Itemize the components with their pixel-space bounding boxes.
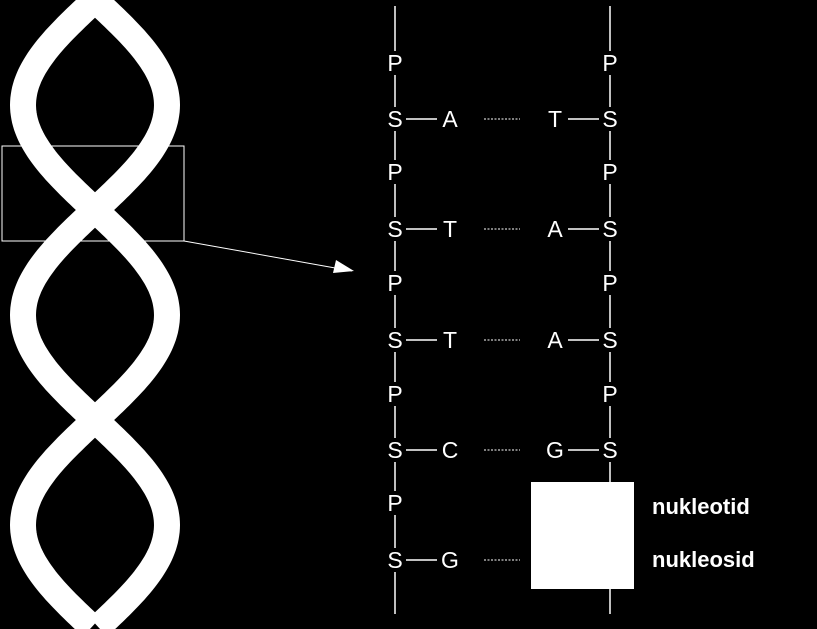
zoom-region-box xyxy=(1,145,185,242)
nucleotide-label: nukleotid xyxy=(652,494,750,519)
right-sugar: S xyxy=(602,106,617,132)
right-strand: P S T P S A P S A P S G xyxy=(546,6,618,614)
zoom-arrow-line xyxy=(183,240,353,272)
left-sugar: S xyxy=(387,547,402,573)
left-strand: P S A P S T P S T P S C P S G xyxy=(387,6,459,614)
left-base: A xyxy=(442,106,458,132)
helix-ribbon-b xyxy=(9,0,181,629)
nucleotide-highlight-box xyxy=(531,482,634,589)
left-phosphate: P xyxy=(387,381,402,407)
zoom-arrow-head xyxy=(333,260,354,273)
right-sugar: S xyxy=(602,216,617,242)
left-sugar: S xyxy=(387,437,402,463)
right-phosphate: P xyxy=(602,381,617,407)
left-sugar: S xyxy=(387,327,402,353)
double-helix-illustration xyxy=(9,0,181,629)
left-phosphate: P xyxy=(387,490,402,516)
left-phosphate: P xyxy=(387,270,402,296)
left-sugar: S xyxy=(387,216,402,242)
right-base: T xyxy=(548,106,562,132)
right-sugar: S xyxy=(602,327,617,353)
left-phosphate: P xyxy=(387,159,402,185)
right-sugar: S xyxy=(602,437,617,463)
base-pair-bonds xyxy=(484,118,520,561)
right-base: A xyxy=(547,327,563,353)
helix-ribbon-a xyxy=(9,0,181,629)
left-phosphate: P xyxy=(387,50,402,76)
left-sugar: S xyxy=(387,106,402,132)
left-base: T xyxy=(443,216,457,242)
left-base: C xyxy=(442,437,459,463)
left-base: G xyxy=(441,547,459,573)
left-base: T xyxy=(443,327,457,353)
right-phosphate: P xyxy=(602,50,617,76)
right-base: A xyxy=(547,216,563,242)
right-phosphate: P xyxy=(602,159,617,185)
nucleoside-label: nukleosid xyxy=(652,547,755,572)
right-base: G xyxy=(546,437,564,463)
right-phosphate: P xyxy=(602,270,617,296)
